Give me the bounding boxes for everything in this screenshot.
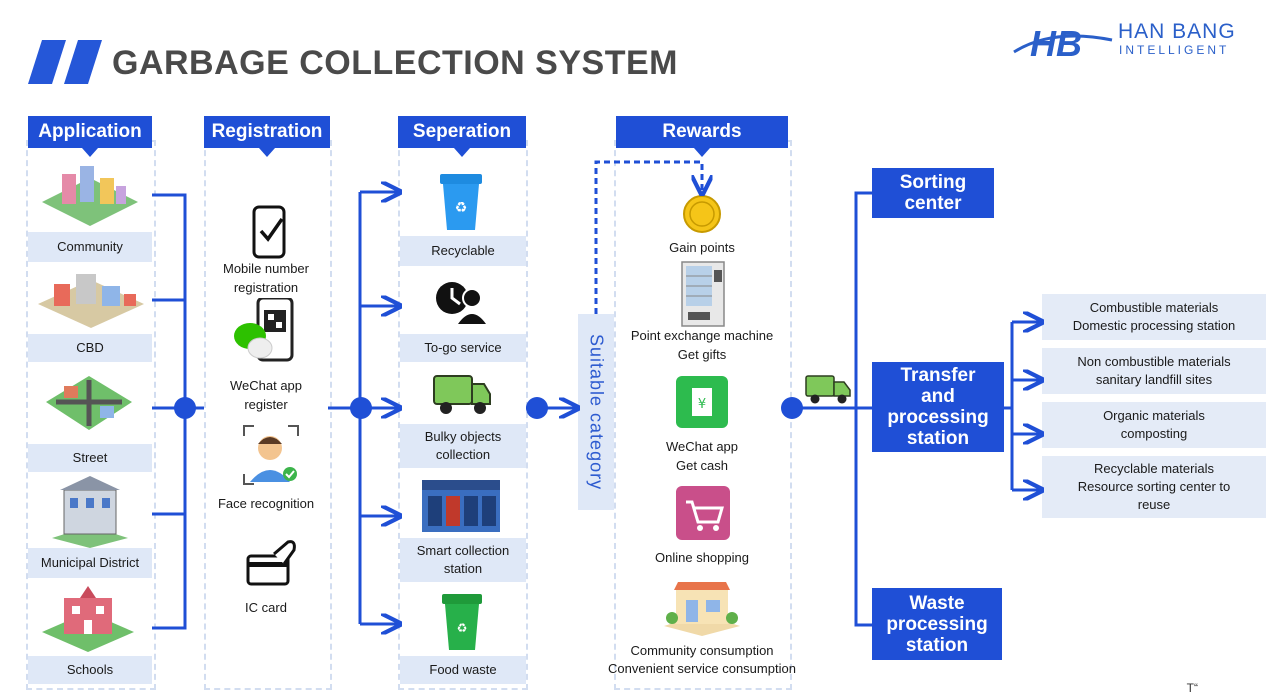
separation-item-food-waste: Food waste xyxy=(400,656,526,684)
logo-name: HAN BANG xyxy=(1118,20,1236,43)
mobile-phone-check-icon xyxy=(252,205,286,259)
suitable-category-label: Suitable category xyxy=(578,314,614,510)
street-icon xyxy=(46,376,132,430)
application-item-street: Street xyxy=(28,444,152,472)
svg-text:HB: HB xyxy=(1030,23,1082,62)
title-stripes-icon xyxy=(28,40,102,84)
registration-header: Registration xyxy=(204,116,330,157)
recyclable-bin-icon: ♻ xyxy=(440,174,482,230)
svg-text:♻: ♻ xyxy=(457,621,468,635)
application-item-community: Community xyxy=(28,232,152,262)
svg-text:¥: ¥ xyxy=(698,397,706,412)
bulky-truck-icon xyxy=(433,375,491,414)
transport-truck-icon xyxy=(805,375,851,404)
online-shopping-cart-icon xyxy=(676,486,730,540)
municipal-district-icon xyxy=(52,476,128,548)
to-go-service-icon xyxy=(436,282,486,324)
corner-mark: T“ xyxy=(1186,681,1198,695)
svg-text:♻: ♻ xyxy=(455,200,468,216)
wechat-qr-icon xyxy=(234,298,294,362)
community-shop-icon xyxy=(664,582,740,636)
schools-icon xyxy=(42,586,134,652)
rewards-header: Rewards xyxy=(616,116,788,157)
registration-item-face: Face recognition xyxy=(217,496,315,511)
points-coin-icon xyxy=(683,195,721,233)
logo-subtitle: INTELLIGENT xyxy=(1119,43,1230,57)
application-item-schools: Schools xyxy=(28,656,152,684)
face-recognition-icon xyxy=(243,425,299,485)
community-icon xyxy=(42,166,138,226)
registration-item-ic-card: IC card xyxy=(245,600,287,615)
vending-machine-icon xyxy=(681,261,725,327)
separation-item-to-go: To-go service xyxy=(400,334,526,362)
application-header: Application xyxy=(28,116,152,157)
application-item-municipal-district: Municipal District xyxy=(28,548,152,578)
application-item-cbd: CBD xyxy=(28,334,152,362)
reward-item-points: Gain points xyxy=(669,240,735,255)
han-bang-logo-icon: HB xyxy=(1013,23,1113,62)
wechat-cash-icon: ¥ xyxy=(676,376,728,428)
cbd-icon xyxy=(38,274,144,328)
reward-item-online-shopping: Online shopping xyxy=(655,550,749,565)
separation-header: Seperation xyxy=(398,116,526,157)
page-title: GARBAGE COLLECTION SYSTEM xyxy=(112,44,678,82)
ic-card-icon xyxy=(246,540,296,586)
food-waste-bin-icon: ♻ xyxy=(442,594,482,650)
separation-item-recyclable: Recyclable xyxy=(400,236,526,266)
smart-collection-station-icon xyxy=(422,480,500,532)
